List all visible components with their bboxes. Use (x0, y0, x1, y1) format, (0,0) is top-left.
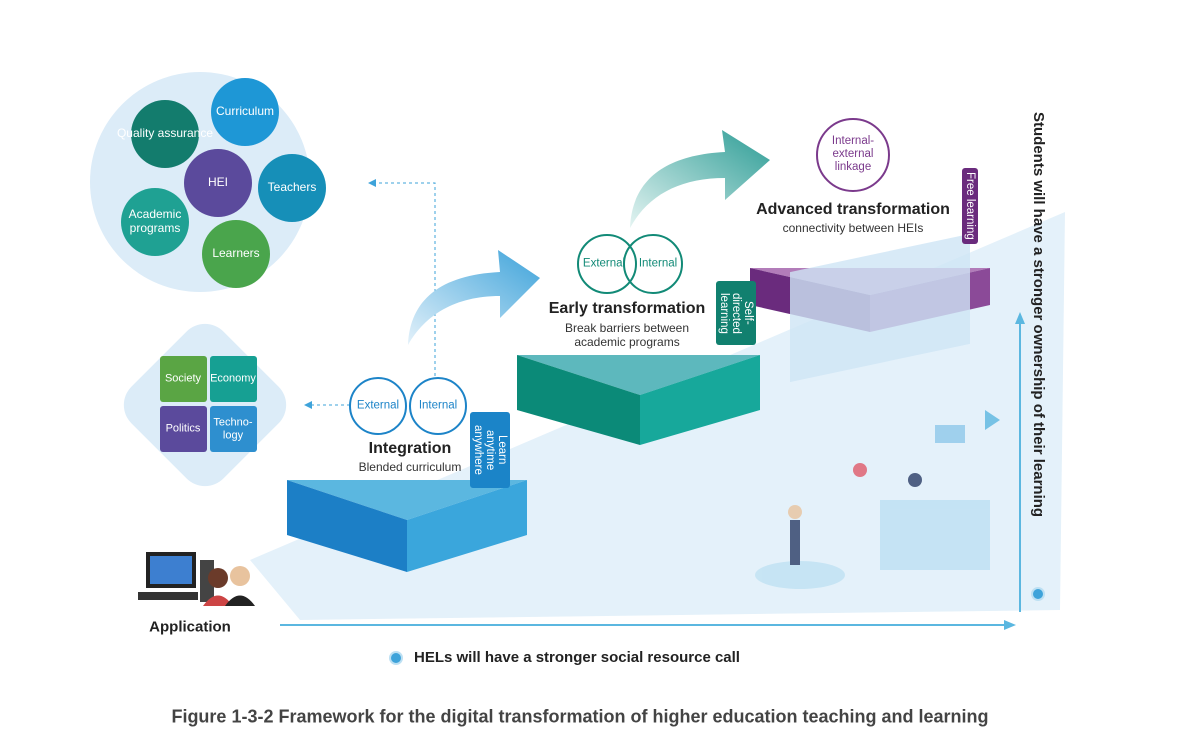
computer-people-icon (138, 552, 255, 606)
application-label: Application (149, 618, 231, 636)
venn-external: External (582, 257, 626, 270)
venn-external: External (356, 399, 400, 412)
digital-learning-illustration (755, 233, 1000, 589)
venn-internal: Internal (638, 257, 678, 270)
stage-title: Integration (368, 439, 452, 457)
node-hei: HEI (207, 175, 229, 190)
tile-economy: Economy (210, 372, 256, 385)
node-curriculum: Curriculum (215, 104, 275, 119)
y-axis-bullet-icon (1031, 587, 1045, 601)
stage-title: Early transformation (548, 299, 706, 317)
curved-arrow-1 (408, 250, 540, 345)
x-axis-bullet-icon (389, 651, 403, 665)
venn-internal: Internal (418, 399, 458, 412)
tile-technology: Techno-logy (213, 416, 253, 441)
stage-tag: Self-directed learning (716, 281, 757, 345)
node-quality-assurance: Quality assurance (116, 126, 214, 141)
stage-tag: Learn anytime anywhere (470, 412, 511, 488)
y-axis-label: Students will have a stronger ownership … (1030, 112, 1047, 518)
tile-society: Society (164, 372, 202, 385)
stage-tag: Free learning (962, 168, 979, 244)
figure-caption: Figure 1-3-2 Framework for the digital t… (171, 706, 989, 727)
x-axis-label: HELs will have a stronger social resourc… (414, 649, 740, 666)
node-learners: Learners (212, 246, 260, 261)
tile-politics: Politics (165, 422, 201, 435)
linkage-circle-label: Internal-external linkage (831, 135, 875, 174)
stage-subtitle: connectivity between HEIs (782, 221, 924, 236)
stage-subtitle: Break barriers between academic programs (564, 321, 690, 349)
stage-title: Advanced transformation (756, 200, 950, 218)
node-academic-programs: Academic programs (128, 207, 182, 235)
curved-arrow-2 (630, 130, 770, 228)
environment-diamond-bg (123, 323, 287, 487)
stage-subtitle: Blended curriculum (358, 460, 462, 475)
node-teachers: Teachers (267, 180, 317, 195)
dashed-connector (368, 179, 436, 382)
